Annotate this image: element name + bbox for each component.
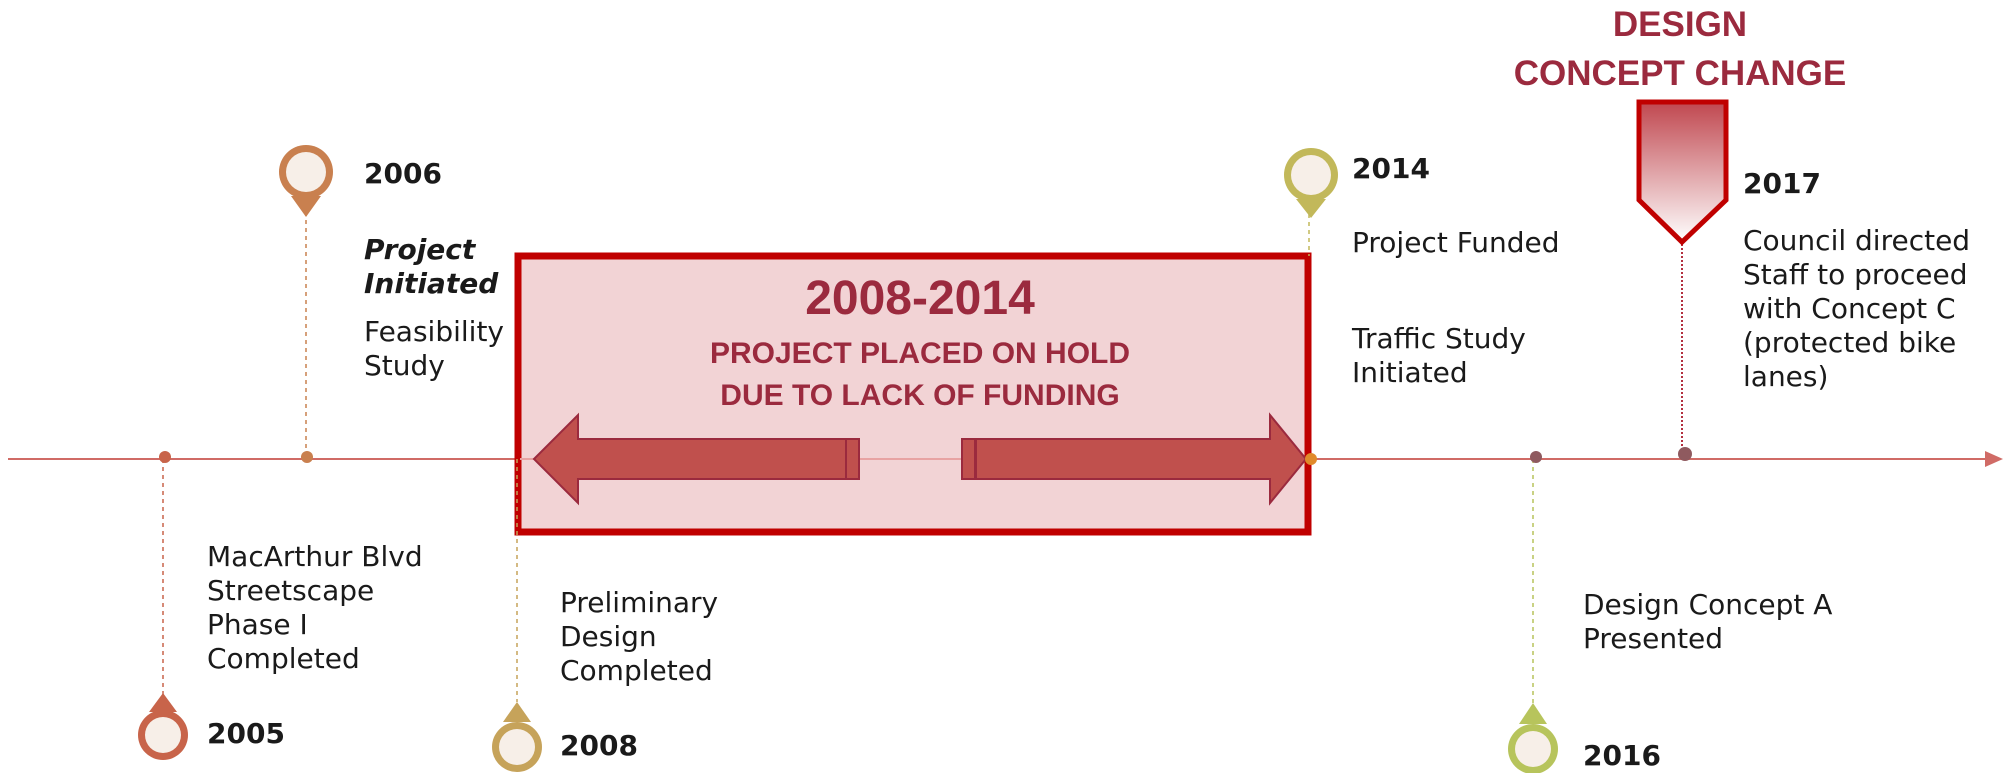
pin-icon-2006	[279, 145, 333, 217]
milestone-description-2005: MacArthur Blvd Streetscape Phase I Compl…	[207, 540, 423, 675]
milestone-description-2014-b: Traffic Study Initiated	[1352, 322, 1526, 389]
milestone-description-2014: Project Funded	[1352, 226, 1560, 259]
axis-dot-2017	[1678, 447, 1692, 461]
year-2017: 2017	[1743, 167, 1821, 200]
design-change-label: DESIGN CONCEPT CHANGE	[1513, 5, 1847, 93]
hold-right-arrow-tail	[961, 438, 976, 480]
hold-period-range: 2008-2014	[805, 272, 1035, 325]
axis-dot-2016	[1530, 451, 1542, 463]
pin-icon-2008	[492, 702, 542, 772]
hold-period-box	[514, 252, 1312, 536]
pin-icon-2014	[1284, 148, 1338, 218]
axis-dot-2006	[301, 451, 313, 463]
design-change-marker-icon	[1636, 99, 1729, 246]
milestone-description-2006: Feasibility Study	[364, 315, 504, 382]
milestone-description-2008: Preliminary Design Completed	[560, 586, 719, 687]
timeline-arrowhead	[1985, 451, 2003, 467]
pin-icon-2005	[138, 693, 188, 760]
year-2008: 2008	[560, 729, 638, 762]
pin-icon-2016	[1508, 703, 1558, 773]
year-2016: 2016	[1583, 739, 1661, 772]
year-2014: 2014	[1352, 152, 1430, 185]
milestone-description-2017: Council directed Staff to proceed with C…	[1743, 224, 1971, 393]
hold-left-arrow-tail	[845, 438, 860, 480]
milestone-description-2016: Design Concept A Presented	[1583, 588, 1833, 655]
milestone-title-2006: Project Initiated	[364, 233, 499, 300]
hold-period-message: PROJECT PLACED ON HOLD DUE TO LACK OF FU…	[709, 337, 1131, 412]
axis-dot-2005	[159, 451, 171, 463]
axis-dot-2014	[1305, 453, 1317, 465]
year-2005: 2005	[207, 717, 285, 750]
year-2006: 2006	[364, 157, 442, 190]
